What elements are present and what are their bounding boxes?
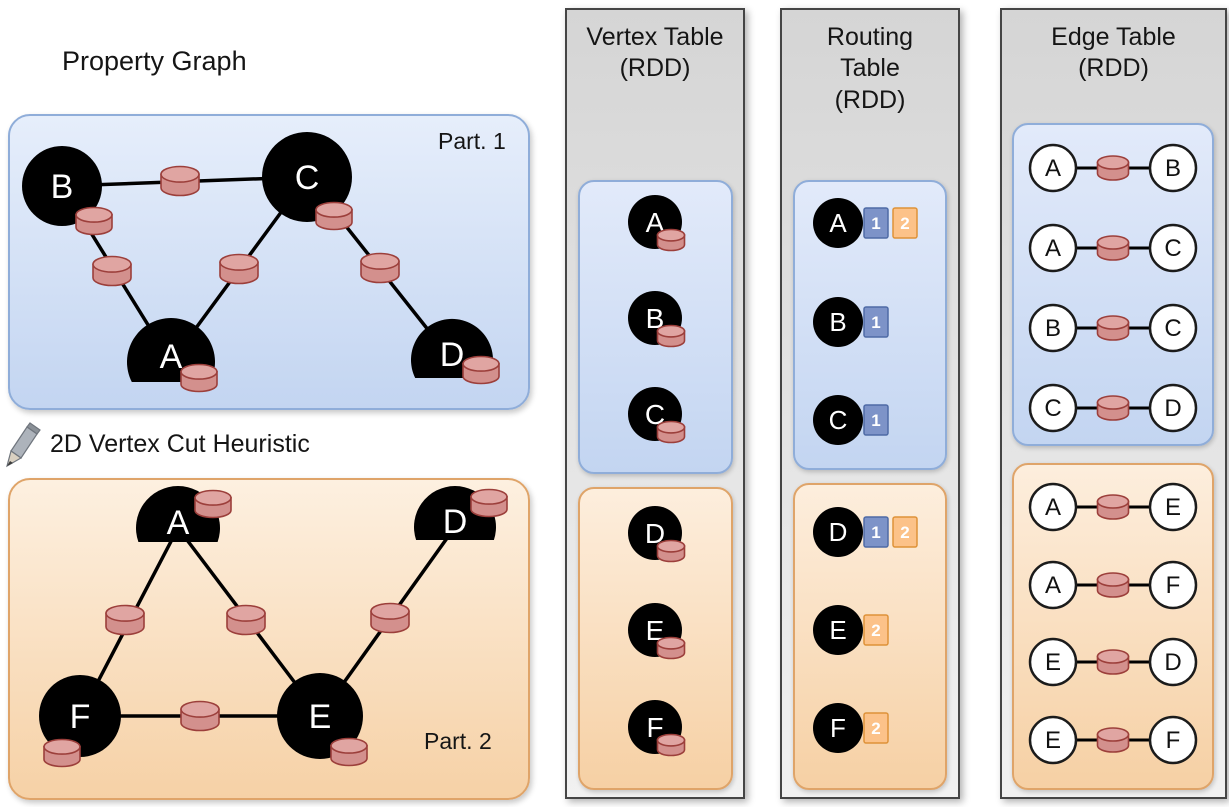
vertex-table-panel: Vertex Table (RDD)	[565, 8, 745, 799]
edge-table-partition1-group	[1012, 123, 1214, 446]
heuristic-label: 2D Vertex Cut Heuristic	[50, 429, 310, 458]
routing-table-title: Routing Table (RDD)	[826, 23, 914, 114]
pencil-icon	[6, 422, 41, 468]
edge-table-panel: Edge Table (RDD)	[1000, 8, 1227, 799]
edge-table-partition2-group	[1012, 463, 1214, 790]
routing-table-partition2-group	[793, 483, 947, 790]
partition-1-label: Part. 1	[438, 128, 506, 154]
routing-table-panel: Routing Table (RDD)	[780, 8, 960, 799]
partition-2-label: Part. 2	[424, 728, 492, 754]
heuristic-row: 2D Vertex Cut Heuristic	[4, 420, 310, 468]
vertex-table-partition2-group	[578, 487, 733, 790]
vertex-table-title: Vertex Table (RDD)	[586, 23, 724, 83]
property-graph-title: Property Graph	[62, 46, 247, 76]
vertex-table-partition1-group	[578, 180, 733, 474]
routing-table-partition1-group	[793, 180, 947, 470]
edge-table-title: Edge Table (RDD)	[1051, 23, 1176, 83]
partition-1-box	[8, 114, 530, 410]
